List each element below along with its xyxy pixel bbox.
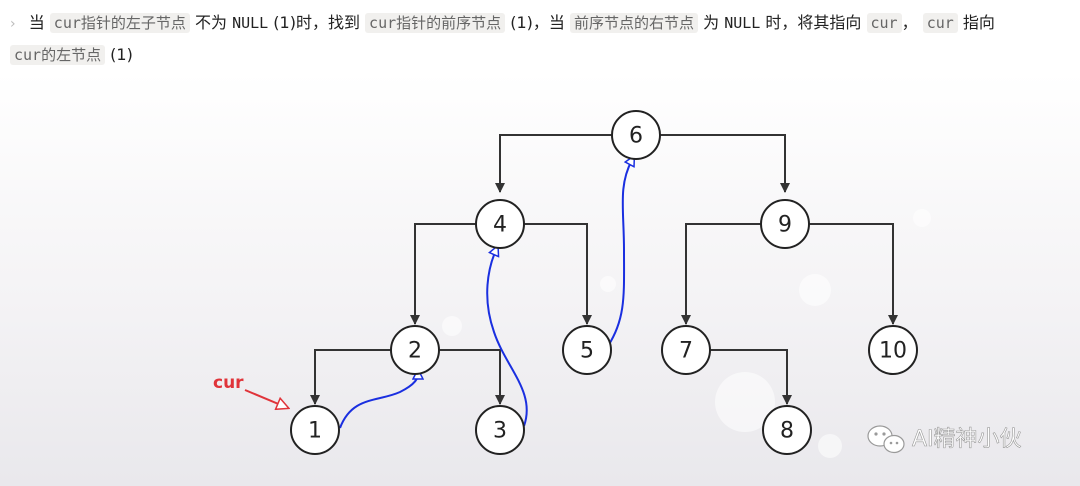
inline-keyword: NULL [724,14,761,32]
node-label: 6 [629,124,643,149]
background-blob [799,274,831,306]
node-label: 7 [679,339,693,364]
description-fragment: (1)时，找到 [268,13,366,32]
description-fragment: 当 [28,13,50,32]
watermark: AI精神小伙 [867,425,1022,454]
node-label: 3 [493,419,507,444]
inline-keyword: NULL [232,14,269,32]
background-blob [818,434,842,458]
node-label: 2 [408,339,422,364]
tree-node: 2 [390,325,440,375]
thread-5-to-6 [607,160,632,347]
tree-node: 6 [611,110,661,160]
edge-4-5 [524,223,592,325]
inline-code: cur [866,13,902,33]
wechat-icon [867,425,905,454]
description-fragment: (1)，当 [505,13,570,32]
background-blob [600,276,616,292]
description-fragment: 不为 [189,13,233,32]
node-label: 4 [493,213,507,238]
tree-node: 1 [290,405,340,455]
thread-1-to-2 [339,374,418,429]
tree-node: 9 [760,199,810,249]
edge-2-1 [310,349,391,405]
cur-pointer-arrow [244,389,288,408]
description-fragment: ， [901,13,923,32]
node-label: 5 [580,339,594,364]
tree-diagram: cur 6 4 9 2 5 7 10 [0,72,1080,486]
description-line-1: › 当 cur指针的左子节点 不为 NULL (1)时，找到 cur指针的前序节… [10,8,995,39]
background-blob [913,209,931,227]
node-label: 10 [879,339,907,364]
edge-9-10 [809,223,898,325]
background-blob [442,316,462,336]
inline-code: 前序节点的右节点 [569,13,698,33]
edge-4-2 [410,223,476,325]
tree-node: 10 [868,325,918,375]
inline-code: cur的左节点 [10,45,106,65]
node-label: 9 [778,213,792,238]
inline-code: cur指针的左子节点 [49,13,190,33]
tree-node: 8 [762,405,812,455]
tree-node: 3 [475,405,525,455]
node-label: 8 [780,419,794,444]
edge-7-8 [710,349,792,405]
inline-code: cur指针的前序节点 [365,13,506,33]
tree-svg: cur 6 4 9 2 5 7 10 [213,110,1022,458]
description-text: › 当 cur指针的左子节点 不为 NULL (1)时，找到 cur指针的前序节… [0,6,1080,68]
description-fragment: 指向 [957,13,995,32]
thread-3-to-4 [486,250,528,427]
chevron-right-icon[interactable]: › [10,16,16,32]
description-fragment: 为 [698,13,725,32]
cur-pointer-label: cur [213,373,244,393]
tree-node: 5 [562,325,612,375]
description-fragment: 时，将其指向 [760,13,867,32]
tree-node: 4 [475,199,525,249]
edge-2-3 [439,349,505,405]
edge-9-7 [681,223,761,325]
inline-code: cur [922,13,958,33]
edge-6-4 [495,134,612,193]
background-blob [715,372,775,432]
description-line-2: cur的左节点 (1) [10,40,133,70]
tree-node: 7 [661,325,711,375]
watermark-text: AI精神小伙 [912,427,1022,452]
edge-6-9 [660,134,790,193]
description-fragment: (1) [105,45,133,64]
node-label: 1 [308,419,322,444]
